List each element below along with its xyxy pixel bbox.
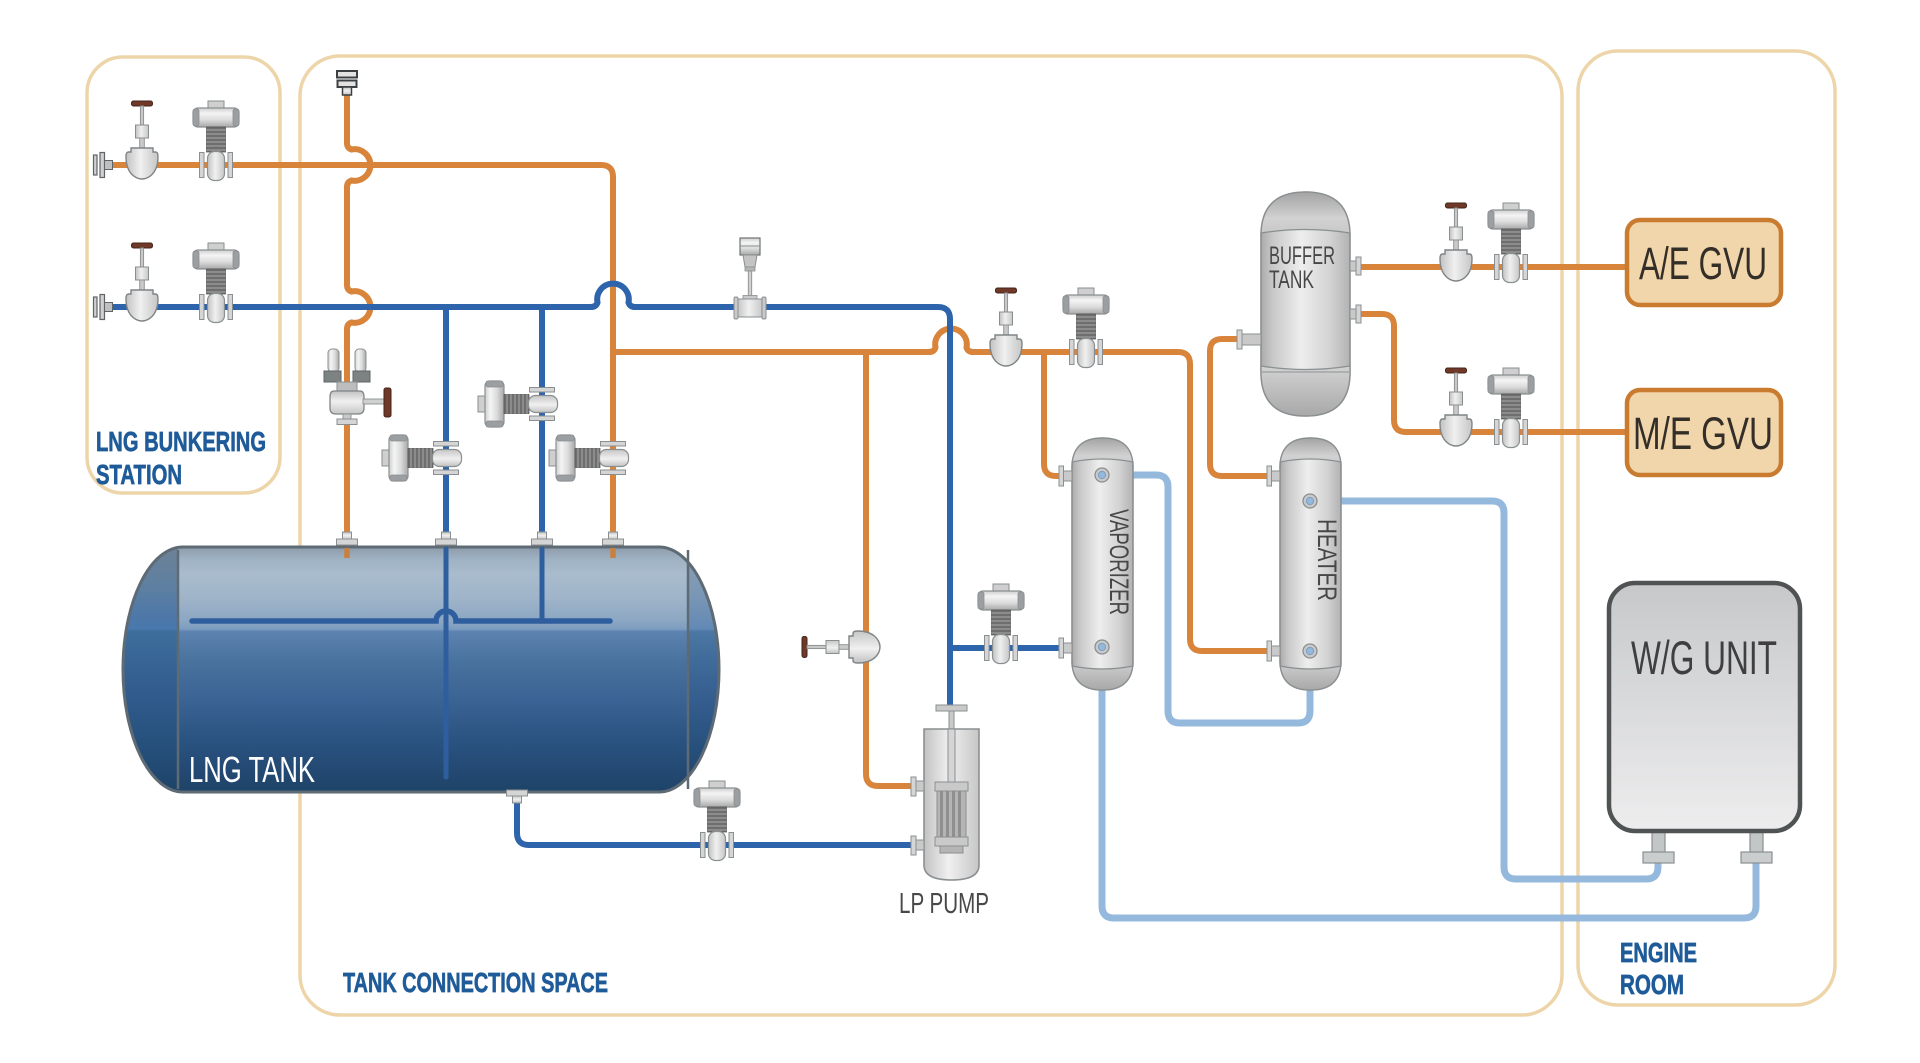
- svg-text:BUFFER: BUFFER: [1269, 242, 1335, 270]
- svg-text:TANK: TANK: [1269, 266, 1314, 294]
- svg-text:LNG TANK: LNG TANK: [189, 749, 315, 790]
- svg-text:VAPORIZER: VAPORIZER: [1104, 509, 1134, 615]
- svg-text:LP PUMP: LP PUMP: [899, 888, 989, 920]
- svg-text:A/E GVU: A/E GVU: [1639, 238, 1767, 289]
- svg-text:ROOM: ROOM: [1620, 969, 1684, 1000]
- svg-text:TANK CONNECTION SPACE: TANK CONNECTION SPACE: [343, 967, 608, 998]
- svg-text:W/G UNIT: W/G UNIT: [1631, 631, 1777, 684]
- svg-text:HEATER: HEATER: [1312, 519, 1342, 601]
- svg-text:LNG BUNKERING: LNG BUNKERING: [96, 426, 266, 457]
- svg-text:STATION: STATION: [96, 459, 182, 490]
- svg-text:ENGINE: ENGINE: [1620, 937, 1697, 968]
- svg-text:M/E GVU: M/E GVU: [1633, 408, 1773, 459]
